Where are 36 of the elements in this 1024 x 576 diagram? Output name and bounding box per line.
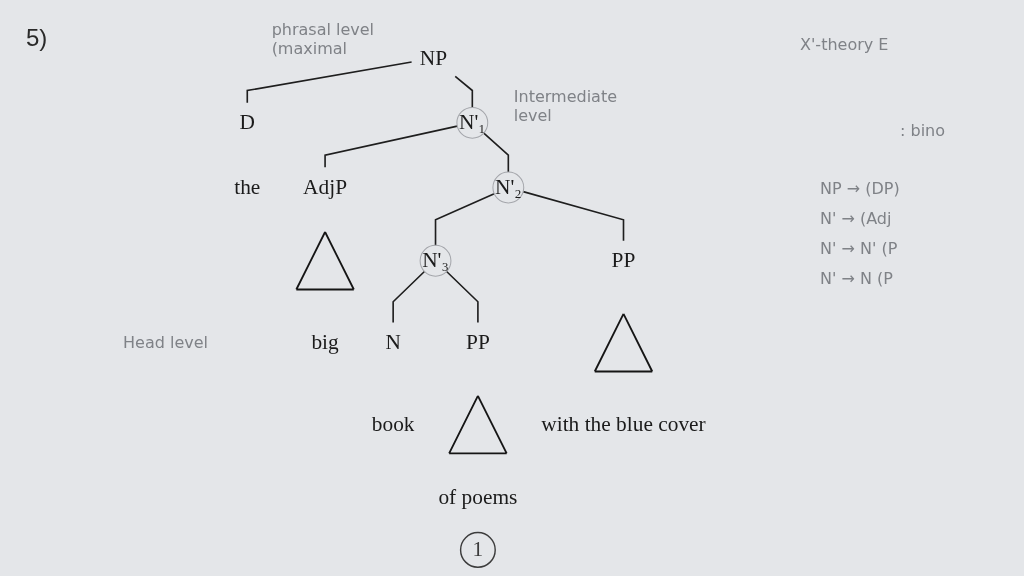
connector — [483, 132, 510, 173]
node-text: N — [385, 329, 401, 355]
node-triangle — [295, 231, 355, 291]
node-triangle — [593, 313, 654, 373]
node-text: D — [239, 109, 256, 135]
node-text: PP — [466, 329, 490, 355]
connector — [445, 270, 479, 324]
connector — [522, 190, 625, 242]
connector — [392, 270, 426, 324]
node-circle: N'₃ — [419, 244, 452, 277]
handwritten-note: phrasal level (maximal — [271, 21, 376, 58]
handwritten-note: N' → N' (P — [820, 240, 898, 259]
connector — [246, 61, 413, 104]
connector — [324, 125, 459, 169]
node-text: of poems — [438, 484, 518, 510]
node-text: with the blue cover — [541, 411, 706, 437]
node-text: big — [311, 329, 339, 355]
handwritten-note: : bino — [900, 122, 945, 141]
node-text: the — [234, 174, 261, 199]
item-number: 5) — [26, 24, 48, 52]
node-circle: N'₂ — [492, 171, 525, 204]
node-text: AdjP — [303, 174, 348, 199]
node-text: PP — [611, 247, 636, 273]
connector — [434, 192, 496, 247]
handwritten-note: Head level — [123, 333, 208, 353]
node-triangle — [448, 395, 508, 455]
handwritten-note: NP → (DP) — [820, 180, 900, 199]
node-circle: 1 — [459, 531, 496, 568]
connector — [454, 75, 474, 109]
handwritten-note: N' → N (P — [820, 270, 893, 289]
node-text: book — [371, 411, 415, 437]
node-circle: N'₁ — [456, 106, 489, 139]
handwritten-note: X'-theory E — [800, 36, 889, 55]
handwritten-note: Intermediate level — [513, 88, 618, 126]
node-text: NP — [419, 45, 448, 70]
handwritten-note: N' → (Adj — [820, 210, 892, 229]
